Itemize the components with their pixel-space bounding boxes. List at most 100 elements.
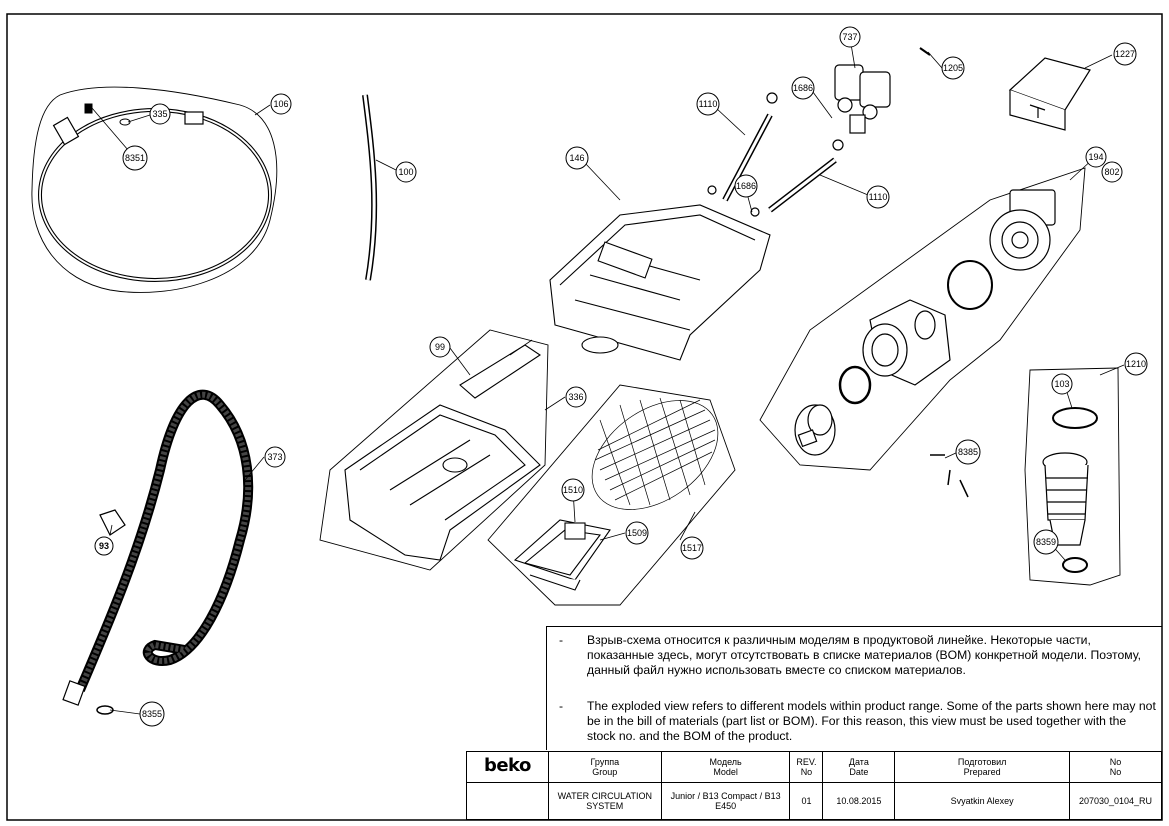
svg-text:8385: 8385 <box>958 447 978 457</box>
header-rev: REV.No <box>789 751 824 783</box>
clamp-8359 <box>1062 557 1088 573</box>
header-model-en: Model <box>713 767 738 777</box>
svg-text:1205: 1205 <box>943 63 963 73</box>
filter-gasket <box>838 365 872 405</box>
group-outlines <box>31 86 1121 606</box>
beko-logo: beko <box>483 755 531 776</box>
callout-1510: 1510 <box>561 478 585 502</box>
pump-194 <box>989 189 1056 271</box>
callout-146: 146 <box>565 146 589 170</box>
note-ru-text: Взрыв-схема относится к различным моделя… <box>587 633 1142 677</box>
svg-text:373: 373 <box>267 452 282 462</box>
bellows-1210 <box>1042 452 1089 546</box>
callout-8351: 8351 <box>122 145 148 171</box>
svg-text:146: 146 <box>569 153 584 163</box>
drawing-border <box>6 13 1163 821</box>
callout-1110-a: 1110 <box>696 92 720 116</box>
callout-1686-b: 1686 <box>734 174 758 198</box>
inlet-hose-106 <box>38 103 272 282</box>
svg-text:100: 100 <box>398 167 413 177</box>
note-bullet: - <box>559 633 564 647</box>
header-no-ru: No <box>1109 757 1122 767</box>
callout-1110-b: 1110 <box>866 185 890 209</box>
value-prepared: Svyatkin Alexey <box>894 782 1070 820</box>
callout-8355: 8355 <box>139 701 165 727</box>
value-group: WATER CIRCULATION SYSTEM <box>547 782 662 820</box>
callout-106: 106 <box>270 93 292 115</box>
pump-seal-ring <box>947 260 993 310</box>
svg-text:1517: 1517 <box>682 543 702 553</box>
callout-373: 373 <box>264 446 286 468</box>
note-russian: - Взрыв-схема относится к различным моде… <box>559 633 1157 678</box>
svg-text:1110: 1110 <box>699 99 718 109</box>
drawer-336 <box>344 344 541 561</box>
callout-99: 99 <box>429 336 451 358</box>
callout-802: 802 <box>1101 161 1123 183</box>
svg-text:8359: 8359 <box>1036 537 1056 547</box>
callout-194: 194 <box>1085 146 1107 168</box>
callout-336: 336 <box>565 386 587 408</box>
svg-text:99: 99 <box>435 342 445 352</box>
filter-1517 <box>591 397 719 510</box>
svg-text:8351: 8351 <box>125 153 145 163</box>
callout-8359: 8359 <box>1033 529 1059 555</box>
note-english: - The exploded view refers to different … <box>559 699 1157 744</box>
header-group-en: Group <box>592 767 618 777</box>
screw-1205 <box>919 47 931 56</box>
header-rev-en: No <box>800 767 813 777</box>
callout-1517: 1517 <box>680 536 704 560</box>
note-en-text: The exploded view refers to different mo… <box>587 699 1156 743</box>
clamp-103 <box>1052 407 1098 429</box>
callout-335: 335 <box>149 103 171 125</box>
drain-hose-373 <box>62 389 254 715</box>
value-model: Junior / B13 Compact / B13 E450 <box>660 782 791 820</box>
svg-text:336: 336 <box>568 392 583 402</box>
callout-1210: 1210 <box>1124 352 1148 376</box>
svg-text:1110: 1110 <box>869 192 888 202</box>
empty-cell <box>466 782 549 820</box>
callouts: 106 335 8351 100 1110 146 1686 1686 1110… <box>94 26 1148 727</box>
header-no-en: No <box>1109 767 1122 777</box>
hose-100 <box>362 94 378 281</box>
svg-text:1210: 1210 <box>1126 359 1146 369</box>
value-doc-no: 207030_0104_RU <box>1068 782 1163 820</box>
header-date-ru: Дата <box>848 757 869 767</box>
notes-box: - Взрыв-схема относится к различным моде… <box>546 626 1162 750</box>
header-model-ru: Модель <box>709 757 742 767</box>
screws-8385 <box>930 454 969 498</box>
header-rev-ru: REV. <box>796 757 817 767</box>
pump-housing <box>862 299 951 386</box>
header-prepared-ru: Подготовил <box>957 757 1007 767</box>
plate-1227 <box>1008 57 1091 131</box>
callout-8385: 8385 <box>955 439 981 465</box>
value-date: 10.08.2015 <box>822 782 896 820</box>
svg-text:93: 93 <box>99 541 109 551</box>
svg-text:1686: 1686 <box>793 83 813 93</box>
header-prepared-en: Prepared <box>963 767 1001 777</box>
leader-lines <box>91 37 1125 715</box>
svg-text:802: 802 <box>1104 167 1119 177</box>
callout-737: 737 <box>839 26 861 48</box>
callout-1227: 1227 <box>1113 42 1137 66</box>
svg-text:1509: 1509 <box>627 528 647 538</box>
svg-text:1227: 1227 <box>1115 49 1135 59</box>
callout-93: 93 <box>94 536 114 556</box>
valve-737 <box>834 64 891 134</box>
siphon-cup-1510 <box>513 519 611 591</box>
svg-text:1686: 1686 <box>736 181 756 191</box>
callout-100: 100 <box>395 161 417 183</box>
callout-1509: 1509 <box>625 521 649 545</box>
logo-cell: beko <box>466 751 549 783</box>
header-group-ru: Группа <box>590 757 620 767</box>
tubes-1110 <box>707 92 844 217</box>
pump-filter-plug <box>794 404 836 456</box>
callout-103: 103 <box>1051 373 1073 395</box>
value-rev: 01 <box>789 782 824 820</box>
svg-text:737: 737 <box>842 32 857 42</box>
